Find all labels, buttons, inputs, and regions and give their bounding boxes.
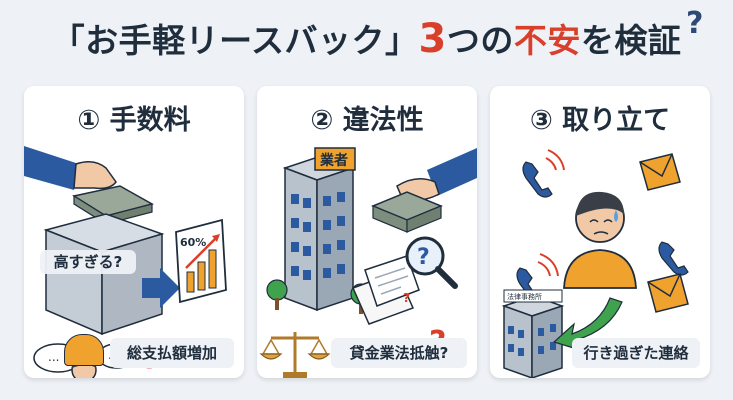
phone-icon (522, 149, 565, 198)
card-label: 総支払額増加 (110, 338, 234, 368)
envelope-icon (647, 273, 689, 313)
collection-illustration: 法律事務所 (501, 149, 689, 378)
card-label: 貸金業法抵触? (331, 338, 467, 368)
arm-sleeve-icon (427, 148, 477, 196)
office-building-icon (282, 155, 356, 312)
page-title: 「お手軽リースバック」3つの不安を検証 (0, 14, 733, 62)
hand-icon (73, 161, 117, 190)
arrow-icon (552, 297, 623, 351)
arm-sleeve-icon (24, 146, 79, 190)
sweat-drop-icon (614, 210, 618, 222)
card-title: ① 手数料 (77, 105, 191, 136)
building-sign-icon (314, 147, 356, 171)
law-office-sign-text: 法律事務所 (507, 292, 542, 301)
card-fees: ① 手数料 60% (24, 86, 244, 378)
svg-text:?: ? (417, 245, 430, 270)
legality-illustration: 業者 ? ? (259, 147, 477, 378)
money-stack-icon (371, 191, 443, 233)
fee-caption: 高すぎる? (40, 250, 136, 274)
title-pre: 「お手軽リースバック」 (51, 21, 419, 60)
person-hair-icon (576, 191, 624, 216)
title-post: を検証 (580, 21, 682, 60)
document-question-mark: ? (403, 291, 410, 305)
title-number: 3 (418, 16, 447, 62)
law-office-building-icon (501, 289, 565, 378)
phone-icon (658, 241, 689, 276)
box-icon (43, 213, 165, 336)
card-label: 行き過ぎた連絡 (572, 338, 700, 368)
magnifier-icon: ? (405, 236, 458, 289)
title-mid: つの (446, 21, 514, 60)
scale-of-justice-icon (259, 332, 331, 378)
building-sign-text: 業者 (319, 152, 348, 169)
growth-chart-icon (175, 218, 227, 304)
envelope-icon (639, 153, 681, 191)
card-collection: ③ 取り立て (490, 86, 710, 378)
documents-icon (351, 255, 420, 325)
speech-bubble-text: ... (48, 350, 59, 364)
title-highlight: 不安 (513, 21, 581, 60)
person-body-icon (64, 334, 104, 366)
card-title: ② 違法性 (310, 105, 424, 136)
chart-percent-label: 60% (180, 236, 206, 249)
person-body-icon (563, 249, 637, 289)
card-title: ③ 取り立て (529, 105, 671, 136)
question-mark-icon: ? (686, 6, 704, 41)
card-legality: ② 違法性 業者 (257, 86, 477, 378)
arrow-right-icon (142, 268, 180, 308)
